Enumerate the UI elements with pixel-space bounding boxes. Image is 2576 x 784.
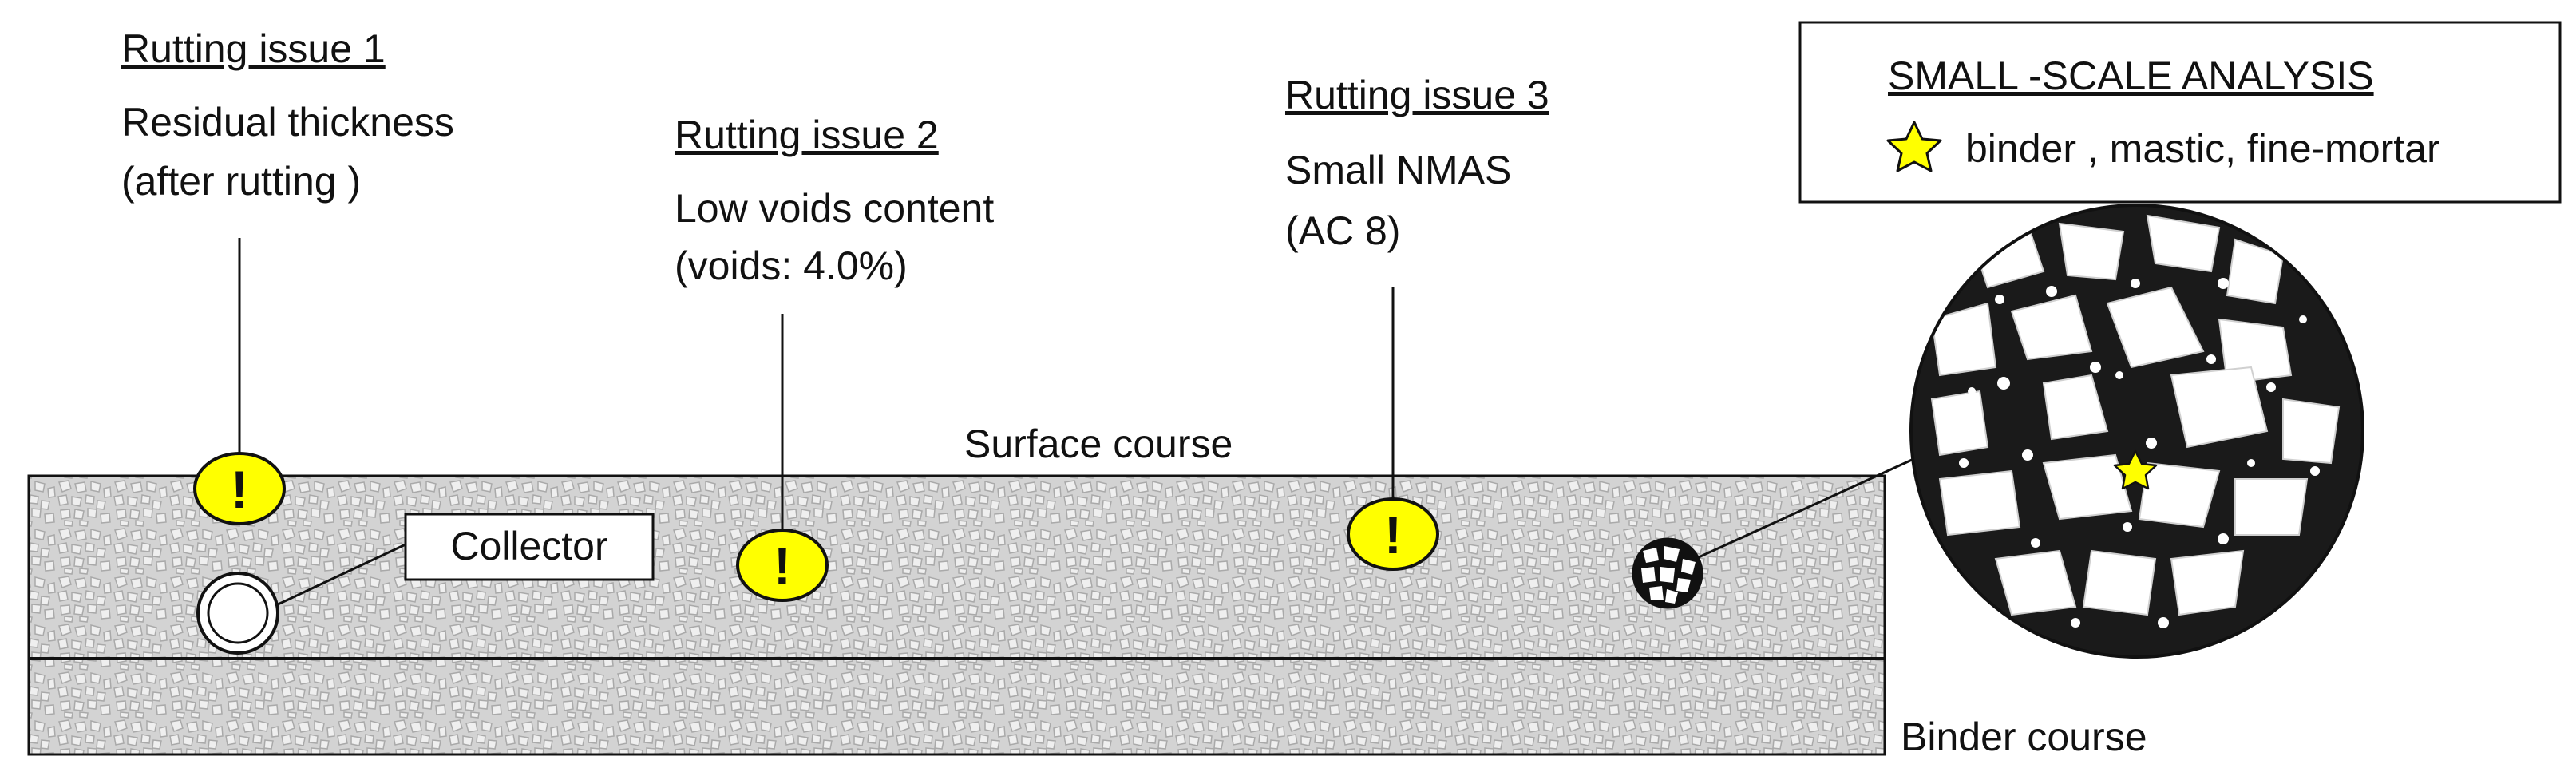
legend-frame (1798, 21, 2562, 204)
rutting-issue-1: Rutting issue 1 Residual thickness (afte… (121, 26, 454, 204)
issue-2-title: Rutting issue 2 (675, 113, 939, 157)
warning-exclamation-icon: ! (736, 529, 829, 602)
warning-exclamation-icon: ! (193, 452, 286, 525)
warning-symbol: ! (774, 537, 791, 596)
warning-symbol: ! (231, 460, 248, 519)
magnification-connector (1698, 445, 1941, 559)
star-icon (2113, 449, 2158, 490)
issue-1-title: Rutting issue 1 (121, 26, 386, 71)
collector-label: Collector (450, 524, 607, 568)
issue-2-line-1: Low voids content (675, 186, 994, 231)
issue-3-line-1: Small NMAS (1285, 148, 1511, 192)
warning-symbol: ! (1384, 505, 1402, 564)
surface-course-label: Surface course (964, 422, 1233, 466)
issue-1-line-2: (after rutting ) (121, 159, 361, 204)
collector-callout: Collector (404, 513, 655, 581)
collector-pipe-icon (196, 572, 279, 655)
pavement-cross-section (27, 474, 1886, 756)
rutting-issue-2: Rutting issue 2 Low voids content (voids… (675, 113, 994, 288)
sample-spot (1632, 537, 1703, 609)
binder-course-label: Binder course (1901, 715, 2147, 759)
small-scale-analysis-box: SMALL -SCALE ANALYSIS binder , mastic, f… (1798, 21, 2562, 204)
microstructure-magnified-view (1909, 204, 2364, 659)
issue-3-line-2: (AC 8) (1285, 208, 1400, 253)
issue-1-line-1: Residual thickness (121, 100, 454, 145)
binder-course-layer (27, 657, 1886, 756)
surface-course-layer (27, 474, 1886, 660)
issue-3-title: Rutting issue 3 (1285, 73, 1549, 117)
rutting-issue-3: Rutting issue 3 Small NMAS (AC 8) (1285, 73, 1549, 253)
legend-title: SMALL -SCALE ANALYSIS (1888, 53, 2374, 98)
warning-exclamation-icon: ! (1347, 497, 1439, 571)
collector-frame (404, 513, 655, 581)
collector-leader-line (275, 543, 406, 607)
legend-label: binder , mastic, fine-mortar (1965, 126, 2440, 171)
issue-2-line-2: (voids: 4.0%) (675, 244, 908, 288)
star-icon (1886, 121, 1942, 172)
